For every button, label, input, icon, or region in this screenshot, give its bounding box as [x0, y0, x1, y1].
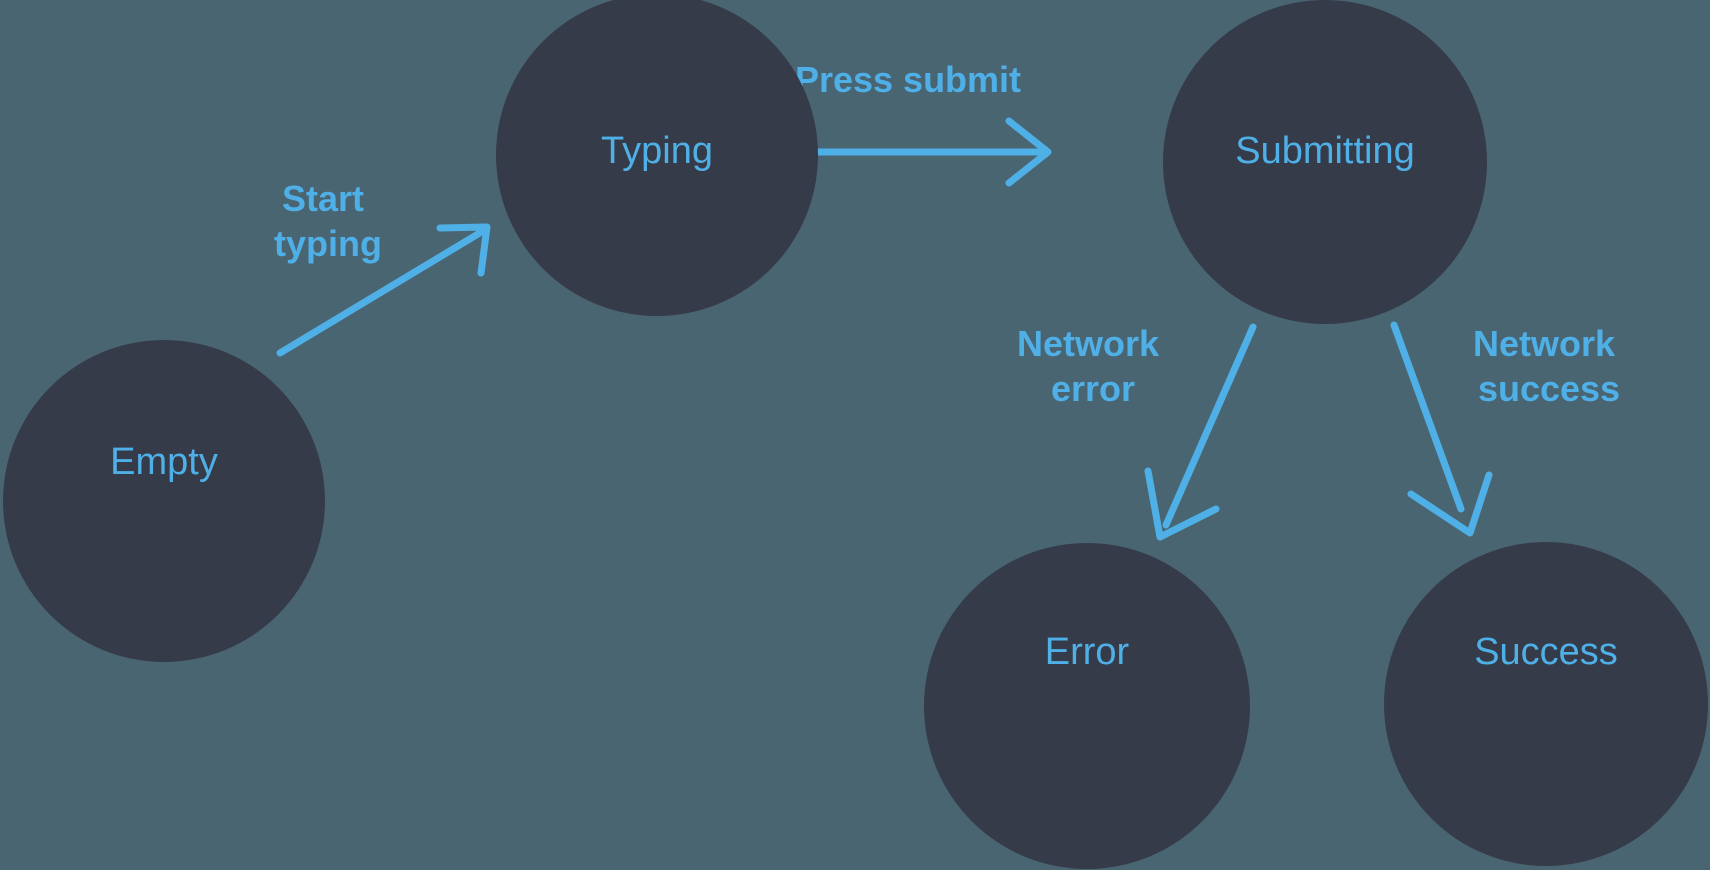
state-node-success[interactable]: Success — [1384, 542, 1708, 866]
state-node-error-circle — [924, 543, 1250, 869]
transition-submitting-to-success-label: Network success — [1473, 323, 1625, 409]
state-node-submitting[interactable]: Submitting — [1163, 0, 1487, 324]
transition-submitting-to-error[interactable]: Network error — [1017, 323, 1257, 541]
state-node-submitting-label: Submitting — [1235, 130, 1415, 172]
label-line: Press submit — [795, 59, 1021, 100]
state-node-submitting-circle — [1163, 0, 1487, 324]
transition-empty-to-typing[interactable]: Start typing — [274, 178, 491, 357]
state-node-empty[interactable]: Empty — [3, 340, 325, 662]
state-node-error[interactable]: Error — [924, 543, 1250, 869]
label-line: typing — [274, 223, 382, 264]
transition-empty-to-typing-line — [276, 227, 487, 357]
transition-empty-to-typing-arrowhead — [436, 223, 491, 277]
transition-submitting-to-success-line — [1390, 321, 1465, 513]
label-line: success — [1478, 368, 1620, 409]
label-line: Network — [1017, 323, 1160, 364]
state-node-empty-label: Empty — [110, 441, 218, 483]
state-node-success-circle — [1384, 542, 1708, 866]
label-line: Start — [282, 178, 364, 219]
transition-submitting-to-error-arrowhead — [1144, 467, 1220, 541]
state-node-typing-circle — [496, 0, 818, 316]
transition-submitting-to-success[interactable]: Network success — [1390, 321, 1625, 537]
transition-submitting-to-success-arrowhead — [1407, 471, 1493, 537]
state-node-typing[interactable]: Typing — [496, 0, 818, 316]
label-line: error — [1051, 368, 1135, 409]
state-node-typing-label: Typing — [601, 130, 713, 172]
transition-typing-to-submitting-arrowhead — [1005, 117, 1052, 187]
transition-empty-to-typing-label: Start typing — [274, 178, 382, 264]
transition-submitting-to-error-line — [1162, 323, 1257, 529]
state-node-success-label: Success — [1474, 631, 1618, 673]
transition-submitting-to-error-label: Network error — [1017, 323, 1169, 409]
label-line: Network — [1473, 323, 1616, 364]
transition-typing-to-submitting-label: Press submit — [795, 59, 1021, 100]
state-node-error-label: Error — [1045, 631, 1130, 673]
state-node-empty-circle — [3, 340, 325, 662]
